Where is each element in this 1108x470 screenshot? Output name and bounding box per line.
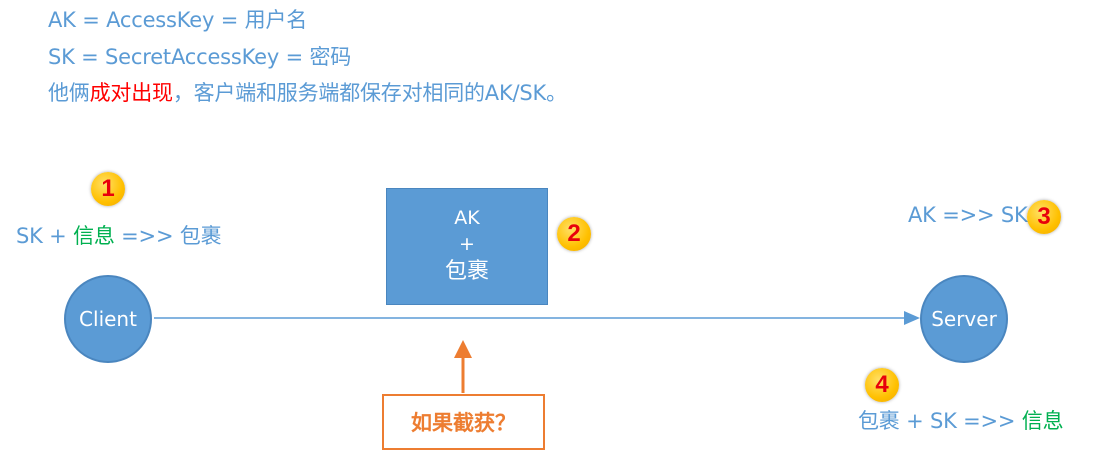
pair-description-suffix: ，客户端和服务端都保存对相同的AK/SK。 [172, 81, 567, 105]
step-1-badge: 1 [91, 172, 125, 206]
packet-parcel: 包裹 [444, 259, 489, 285]
step-1-info: 信息 [73, 224, 115, 248]
packet-ak: AK [454, 207, 480, 230]
intercept-box: 如果截获？ [382, 394, 545, 450]
step-1-prefix: SK + [16, 224, 74, 248]
pair-description-prefix: 他俩 [48, 81, 90, 105]
pair-description: 他俩成对出现，客户端和服务端都保存对相同的AK/SK。 [48, 77, 567, 107]
packet-plus: + [459, 232, 475, 255]
step-4-info: 信息 [1021, 409, 1064, 433]
packet-box: AK + 包裹 [386, 188, 548, 305]
client-node: Client [64, 275, 152, 363]
pair-description-emphasis: 成对出现 [89, 81, 173, 105]
intercept-arrowhead [454, 340, 472, 358]
step-4-badge: 4 [865, 368, 899, 402]
step-1-suffix: =>> 包裹 [114, 224, 222, 248]
step-3-text: AK =>> SK [908, 203, 1028, 227]
step-1-text: SK + 信息 =>> 包裹 [16, 220, 222, 250]
client-server-arrowhead [904, 311, 920, 325]
ak-definition: AK = AccessKey = 用户名 [48, 8, 307, 32]
step-4-text: 包裹 + SK =>> 信息 [858, 405, 1064, 435]
step-2-badge: 2 [557, 217, 591, 251]
sk-definition: SK = SecretAccessKey = 密码 [48, 45, 352, 69]
step-3-badge: 3 [1027, 200, 1061, 234]
step-4-prefix: 包裹 + SK =>> [858, 409, 1022, 433]
server-node: Server [920, 275, 1008, 363]
